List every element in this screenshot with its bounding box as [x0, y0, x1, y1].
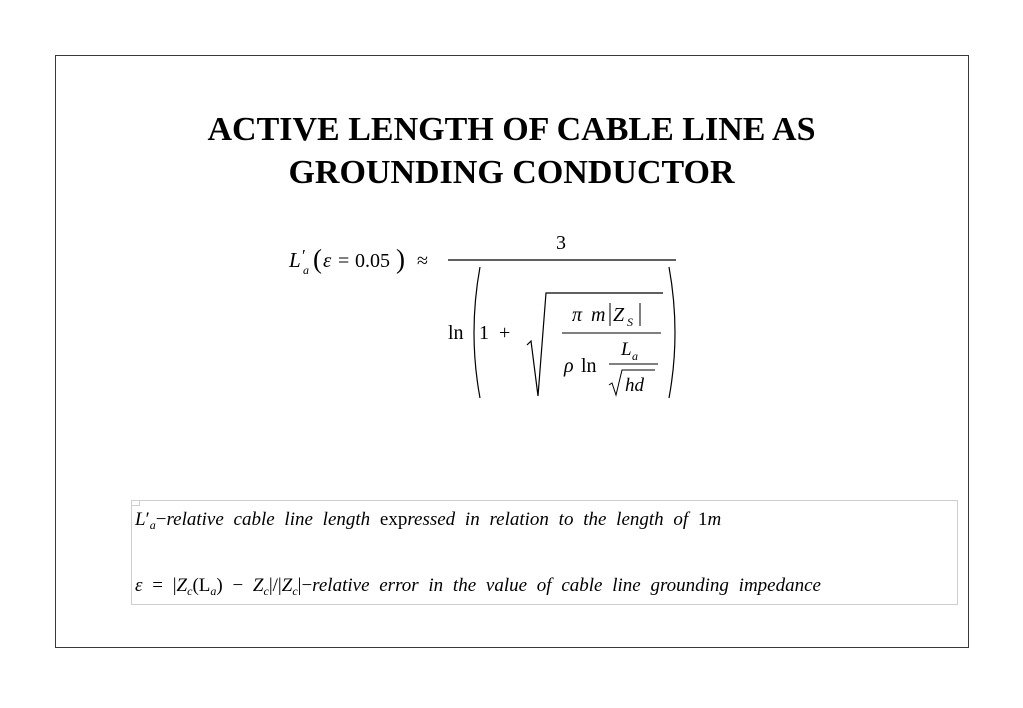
def2-arg-sub: a — [210, 584, 217, 598]
def1-subscript: a — [149, 518, 156, 532]
def2-slash: / — [272, 575, 278, 596]
def2-eq: = — [152, 575, 163, 596]
slide-frame — [55, 55, 969, 648]
formula-lhs-subscript: a — [303, 263, 309, 277]
definition-relative-error: ε = |Zc(La) − Zc|/|Zc|−relative error in… — [135, 575, 821, 599]
def2-epsilon: ε — [135, 575, 143, 596]
def2-bar-4: | — [297, 575, 302, 596]
def2-z1-sub: c — [187, 584, 193, 598]
big-right-paren — [668, 266, 676, 399]
def2-text: relative error in the value of cable lin… — [312, 575, 821, 596]
formula-plus: + — [499, 322, 510, 344]
def2-z3: Z — [281, 575, 293, 596]
def2-z3-sub: c — [292, 584, 298, 598]
def1-one: 1 — [697, 509, 708, 530]
formula-inner-ln: ln — [581, 355, 597, 377]
formula-numerator: 3 — [556, 232, 566, 254]
small-sqrt-sign — [608, 369, 655, 397]
formula-lhs-value: 0.05 — [355, 250, 390, 272]
def1-text-b: ressed in relation to the length of — [407, 509, 689, 530]
def2-bar-3: | — [277, 575, 282, 596]
big-sqrt-sign — [526, 292, 663, 397]
formula-lhs-prime: ′ — [302, 246, 306, 265]
formula-hd: hd — [625, 375, 645, 396]
def2-z2: Z — [252, 575, 264, 596]
object-corner-mark — [132, 501, 140, 506]
def2-z2-sub: c — [263, 584, 269, 598]
formula-la-subscript: a — [632, 349, 638, 363]
def1-text-exp: exp — [379, 509, 408, 530]
def1-dash: − — [155, 509, 167, 530]
big-left-paren — [473, 266, 481, 399]
def2-bar-1: | — [172, 575, 177, 596]
formula-z: Z — [613, 304, 625, 326]
title-line-2: GROUNDING CONDUCTOR — [288, 153, 735, 191]
definition-relative-length: L′a−relative cable line length expressed… — [135, 509, 721, 533]
formula-z-subscript: S — [627, 315, 633, 329]
def2-z1: Z — [176, 575, 188, 596]
active-length-formula: L ′ a ( ε = 0.05 ) ≈ 3 ln 1 + π m Z S ρ … — [288, 232, 676, 399]
formula-rho: ρ — [563, 355, 574, 377]
formula-la: L — [620, 339, 632, 360]
formula-lhs-close-paren: ) — [396, 244, 405, 274]
def2-dash: − — [301, 575, 313, 596]
def2-arg: (L — [192, 575, 211, 596]
def1-unit: m — [707, 509, 722, 530]
title-line-1: ACTIVE LENGTH OF CABLE LINE AS — [207, 110, 816, 148]
formula-approx: ≈ — [417, 250, 428, 272]
formula-lhs-epsilon: ε — [323, 248, 332, 272]
def2-bar-2: | — [268, 575, 273, 596]
formula-ln: ln — [448, 322, 464, 344]
formula-lhs-symbol: L — [288, 248, 301, 272]
def1-text-a: relative cable line length — [166, 509, 371, 530]
formula-one: 1 — [479, 322, 489, 344]
formula-lhs-open-paren: ( — [313, 244, 322, 274]
formula-m: m — [591, 304, 605, 326]
def2-minus: − — [232, 575, 244, 596]
def2-arg-close: ) — [216, 575, 223, 596]
formula-pi: π — [572, 304, 583, 326]
formula-lhs-equals: = — [338, 250, 349, 272]
definitions-box: L′a−relative cable line length expressed… — [131, 500, 958, 605]
def1-prime: ′ — [145, 509, 150, 530]
def1-symbol: L — [135, 509, 146, 530]
slide-title: ACTIVE LENGTH OF CABLE LINE AS GROUNDING… — [0, 108, 1023, 194]
